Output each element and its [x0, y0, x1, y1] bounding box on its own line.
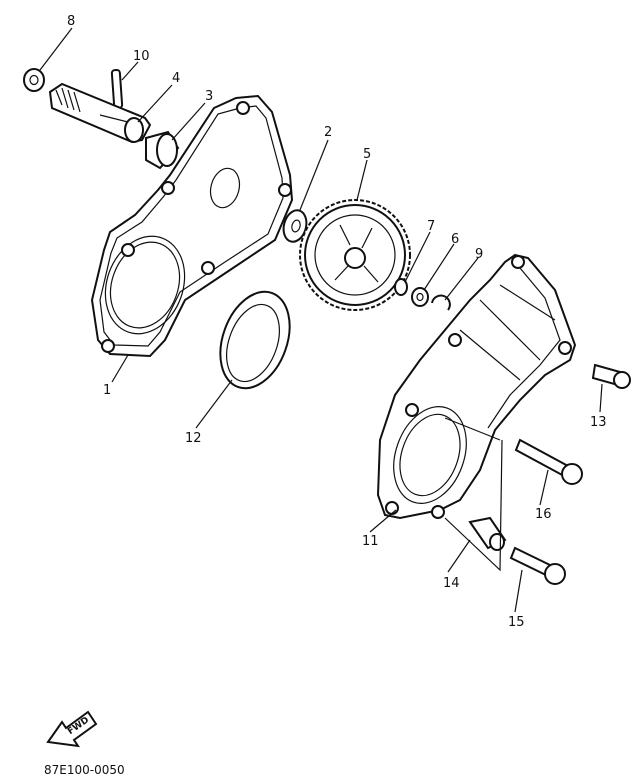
callout-numbers: 8 10 4 3 2 5 7 6 9 1 12 11 14 15 16 13 — [67, 14, 607, 630]
callout-12: 12 — [185, 431, 202, 446]
callout-9: 9 — [475, 247, 483, 262]
part-4-shaft — [48, 82, 152, 144]
part-8-washer — [23, 68, 45, 92]
callout-2: 2 — [324, 125, 332, 140]
part-10-pin — [110, 68, 124, 110]
fwd-arrow-icon: FWD — [46, 710, 98, 748]
callout-1: 1 — [103, 383, 111, 398]
part-12-seal — [219, 290, 291, 390]
callout-13: 13 — [590, 415, 607, 430]
callout-6: 6 — [451, 232, 459, 247]
part-7-washer — [394, 278, 408, 296]
part-15-bolt — [509, 546, 566, 585]
callout-5: 5 — [363, 147, 371, 162]
callout-7: 7 — [427, 219, 435, 234]
callout-16: 16 — [535, 507, 552, 522]
alignment-lines — [444, 417, 503, 572]
callout-10: 10 — [133, 49, 150, 64]
part-13-bolt — [591, 363, 631, 389]
part-11-outer-cover — [376, 253, 577, 520]
part-14-dowel — [468, 516, 507, 551]
leader-lines — [39, 27, 603, 613]
part-1-cover-gasket — [90, 94, 294, 358]
drawing-code: 87E100-0050 — [44, 763, 125, 777]
callout-11: 11 — [362, 534, 379, 549]
part-3-collar — [145, 130, 180, 170]
part-5-gear — [299, 199, 411, 311]
callout-4: 4 — [172, 71, 180, 86]
callout-15: 15 — [508, 615, 525, 630]
part-6-washer — [411, 287, 429, 307]
part-16-bolt — [514, 438, 583, 485]
callout-14: 14 — [443, 576, 460, 591]
callout-8: 8 — [67, 14, 75, 29]
callout-3: 3 — [205, 89, 213, 104]
